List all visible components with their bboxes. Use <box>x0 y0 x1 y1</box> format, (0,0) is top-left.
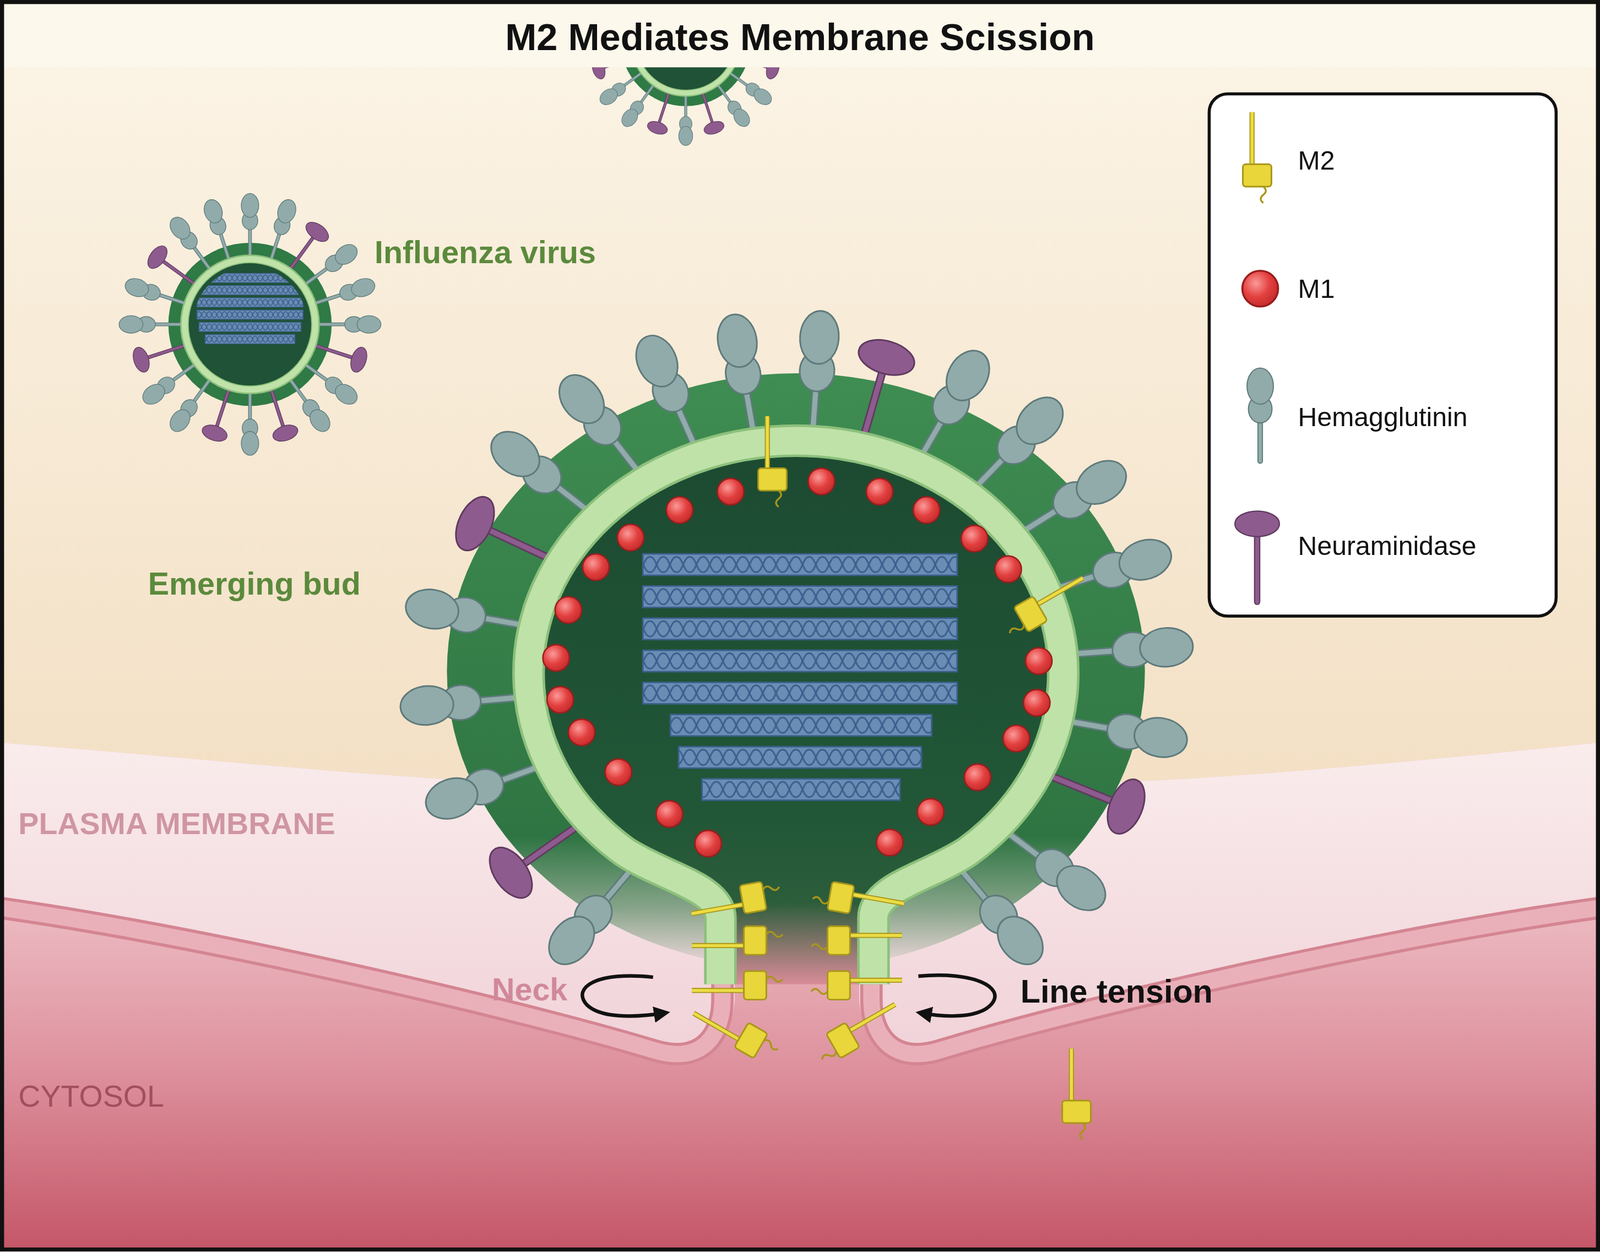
m1-layer <box>717 478 744 506</box>
m2-proteins <box>811 879 906 924</box>
m1-layer <box>876 829 903 856</box>
m1-layer <box>543 644 570 672</box>
legend-label: M2 <box>1298 147 1336 174</box>
m1-layer <box>617 524 644 551</box>
bud-interior <box>528 440 1064 985</box>
m2-proteins <box>811 971 903 1001</box>
title-band <box>0 0 1600 68</box>
virus-label: Influenza virus <box>374 236 596 268</box>
legend-panel <box>1243 112 1272 204</box>
legend-label: Hemagglutinin <box>1298 404 1468 431</box>
m1-layer <box>1025 647 1052 675</box>
m2-proteins <box>811 926 903 956</box>
m2-proteins <box>688 416 1093 1141</box>
m1-layer <box>543 468 1052 858</box>
force-label: Line tension <box>1020 975 1213 1008</box>
legend-panel <box>1246 368 1274 462</box>
m2-proteins <box>689 996 783 1067</box>
m1-layer <box>695 830 722 858</box>
legend-label: M1 <box>1298 275 1336 302</box>
rna-segments <box>670 714 932 737</box>
m1-layer <box>568 719 595 746</box>
legend-label: Neuraminidase <box>1298 532 1477 560</box>
m1-layer <box>546 686 574 714</box>
m1-layer <box>917 799 945 826</box>
m2-proteins <box>1062 1049 1092 1141</box>
region-label: CYTOSOL <box>18 1081 165 1113</box>
m1-layer <box>866 478 893 506</box>
rna-segments <box>642 554 958 576</box>
m2-proteins <box>691 926 783 956</box>
rna-segments <box>642 650 958 672</box>
rna-segments <box>702 779 900 801</box>
m1-layer <box>555 597 582 624</box>
emerging-bud <box>398 309 1195 1140</box>
m1-layer <box>666 496 693 524</box>
bud-membrane <box>528 440 1064 985</box>
rna-segments <box>678 746 922 769</box>
legend-panel <box>1208 93 1556 617</box>
bud-label: Emerging bud <box>148 567 361 600</box>
rna-segments <box>642 682 958 704</box>
m2-proteins <box>691 971 783 1001</box>
m1-layer <box>605 758 632 786</box>
m1-layer <box>1002 725 1030 752</box>
membrane-inner-leaflet <box>871 908 1600 1055</box>
m2-proteins <box>811 996 905 1067</box>
membrane-inner-leaflet <box>0 908 723 1055</box>
m2-proteins <box>758 416 788 508</box>
m1-layer <box>807 468 835 495</box>
m1-layer <box>913 496 940 524</box>
legend-panel <box>1234 511 1280 602</box>
line-tension-arrows <box>582 975 666 1017</box>
m1-layer <box>964 764 991 791</box>
m1-layer <box>655 800 683 828</box>
illustration <box>118 193 381 455</box>
m1-layer <box>961 525 988 552</box>
membrane-inner-leaflet <box>0 908 723 1055</box>
region-label: PLASMA MEMBRANE <box>18 809 335 840</box>
line-tension-arrows <box>918 975 995 1017</box>
diagram-title: M2 Mediates Membrane Scission <box>0 17 1600 56</box>
m1-layer <box>994 556 1022 583</box>
legend-panel <box>1208 93 1556 617</box>
line-tension-arrows <box>582 975 995 1017</box>
membrane-inner-leaflet <box>871 908 1600 1055</box>
neck-label: Neck <box>491 973 568 1006</box>
m1-layer <box>1023 689 1050 717</box>
bud-membrane <box>528 440 1064 985</box>
rna-segments <box>642 618 958 640</box>
rna-segments <box>642 586 958 608</box>
m2-proteins <box>688 879 783 924</box>
legend-panel <box>1242 270 1279 307</box>
rna-segments <box>642 554 958 801</box>
m1-layer <box>582 554 610 581</box>
m2-proteins <box>999 570 1093 640</box>
